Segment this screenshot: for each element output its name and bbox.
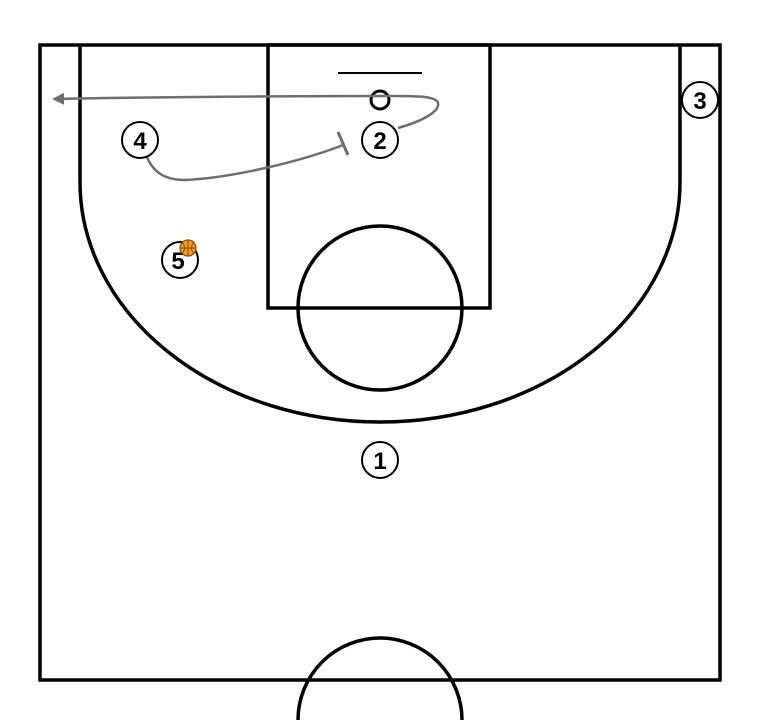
player-3-label: 3 xyxy=(693,88,706,115)
player-4-label: 4 xyxy=(133,128,147,155)
player-2-label: 2 xyxy=(373,128,386,155)
player-2-cut-path xyxy=(52,92,440,130)
center-circle xyxy=(296,636,464,720)
players: 1 2 3 4 5 xyxy=(121,81,719,479)
basket-rim xyxy=(369,89,391,111)
player-3[interactable]: 3 xyxy=(681,81,719,119)
movement-paths xyxy=(52,92,440,182)
player-5[interactable]: 5 xyxy=(161,239,199,279)
three-point-line xyxy=(78,45,682,424)
player-circle xyxy=(361,441,399,479)
basketball-icon xyxy=(179,239,197,257)
player-1[interactable]: 1 xyxy=(361,441,399,479)
player-2[interactable]: 2 xyxy=(361,121,399,159)
player-4[interactable]: 4 xyxy=(121,121,159,159)
player-circle xyxy=(121,121,159,159)
player-circle xyxy=(681,81,719,119)
player-4-screen-path xyxy=(144,143,344,182)
player-circle xyxy=(361,121,399,159)
free-throw-circle xyxy=(296,224,464,392)
court-lines xyxy=(38,43,722,720)
player-5-label: 5 xyxy=(171,248,184,275)
player-1-label: 1 xyxy=(373,448,386,475)
screen-bar xyxy=(336,131,350,156)
free-throw-lane xyxy=(266,43,492,310)
